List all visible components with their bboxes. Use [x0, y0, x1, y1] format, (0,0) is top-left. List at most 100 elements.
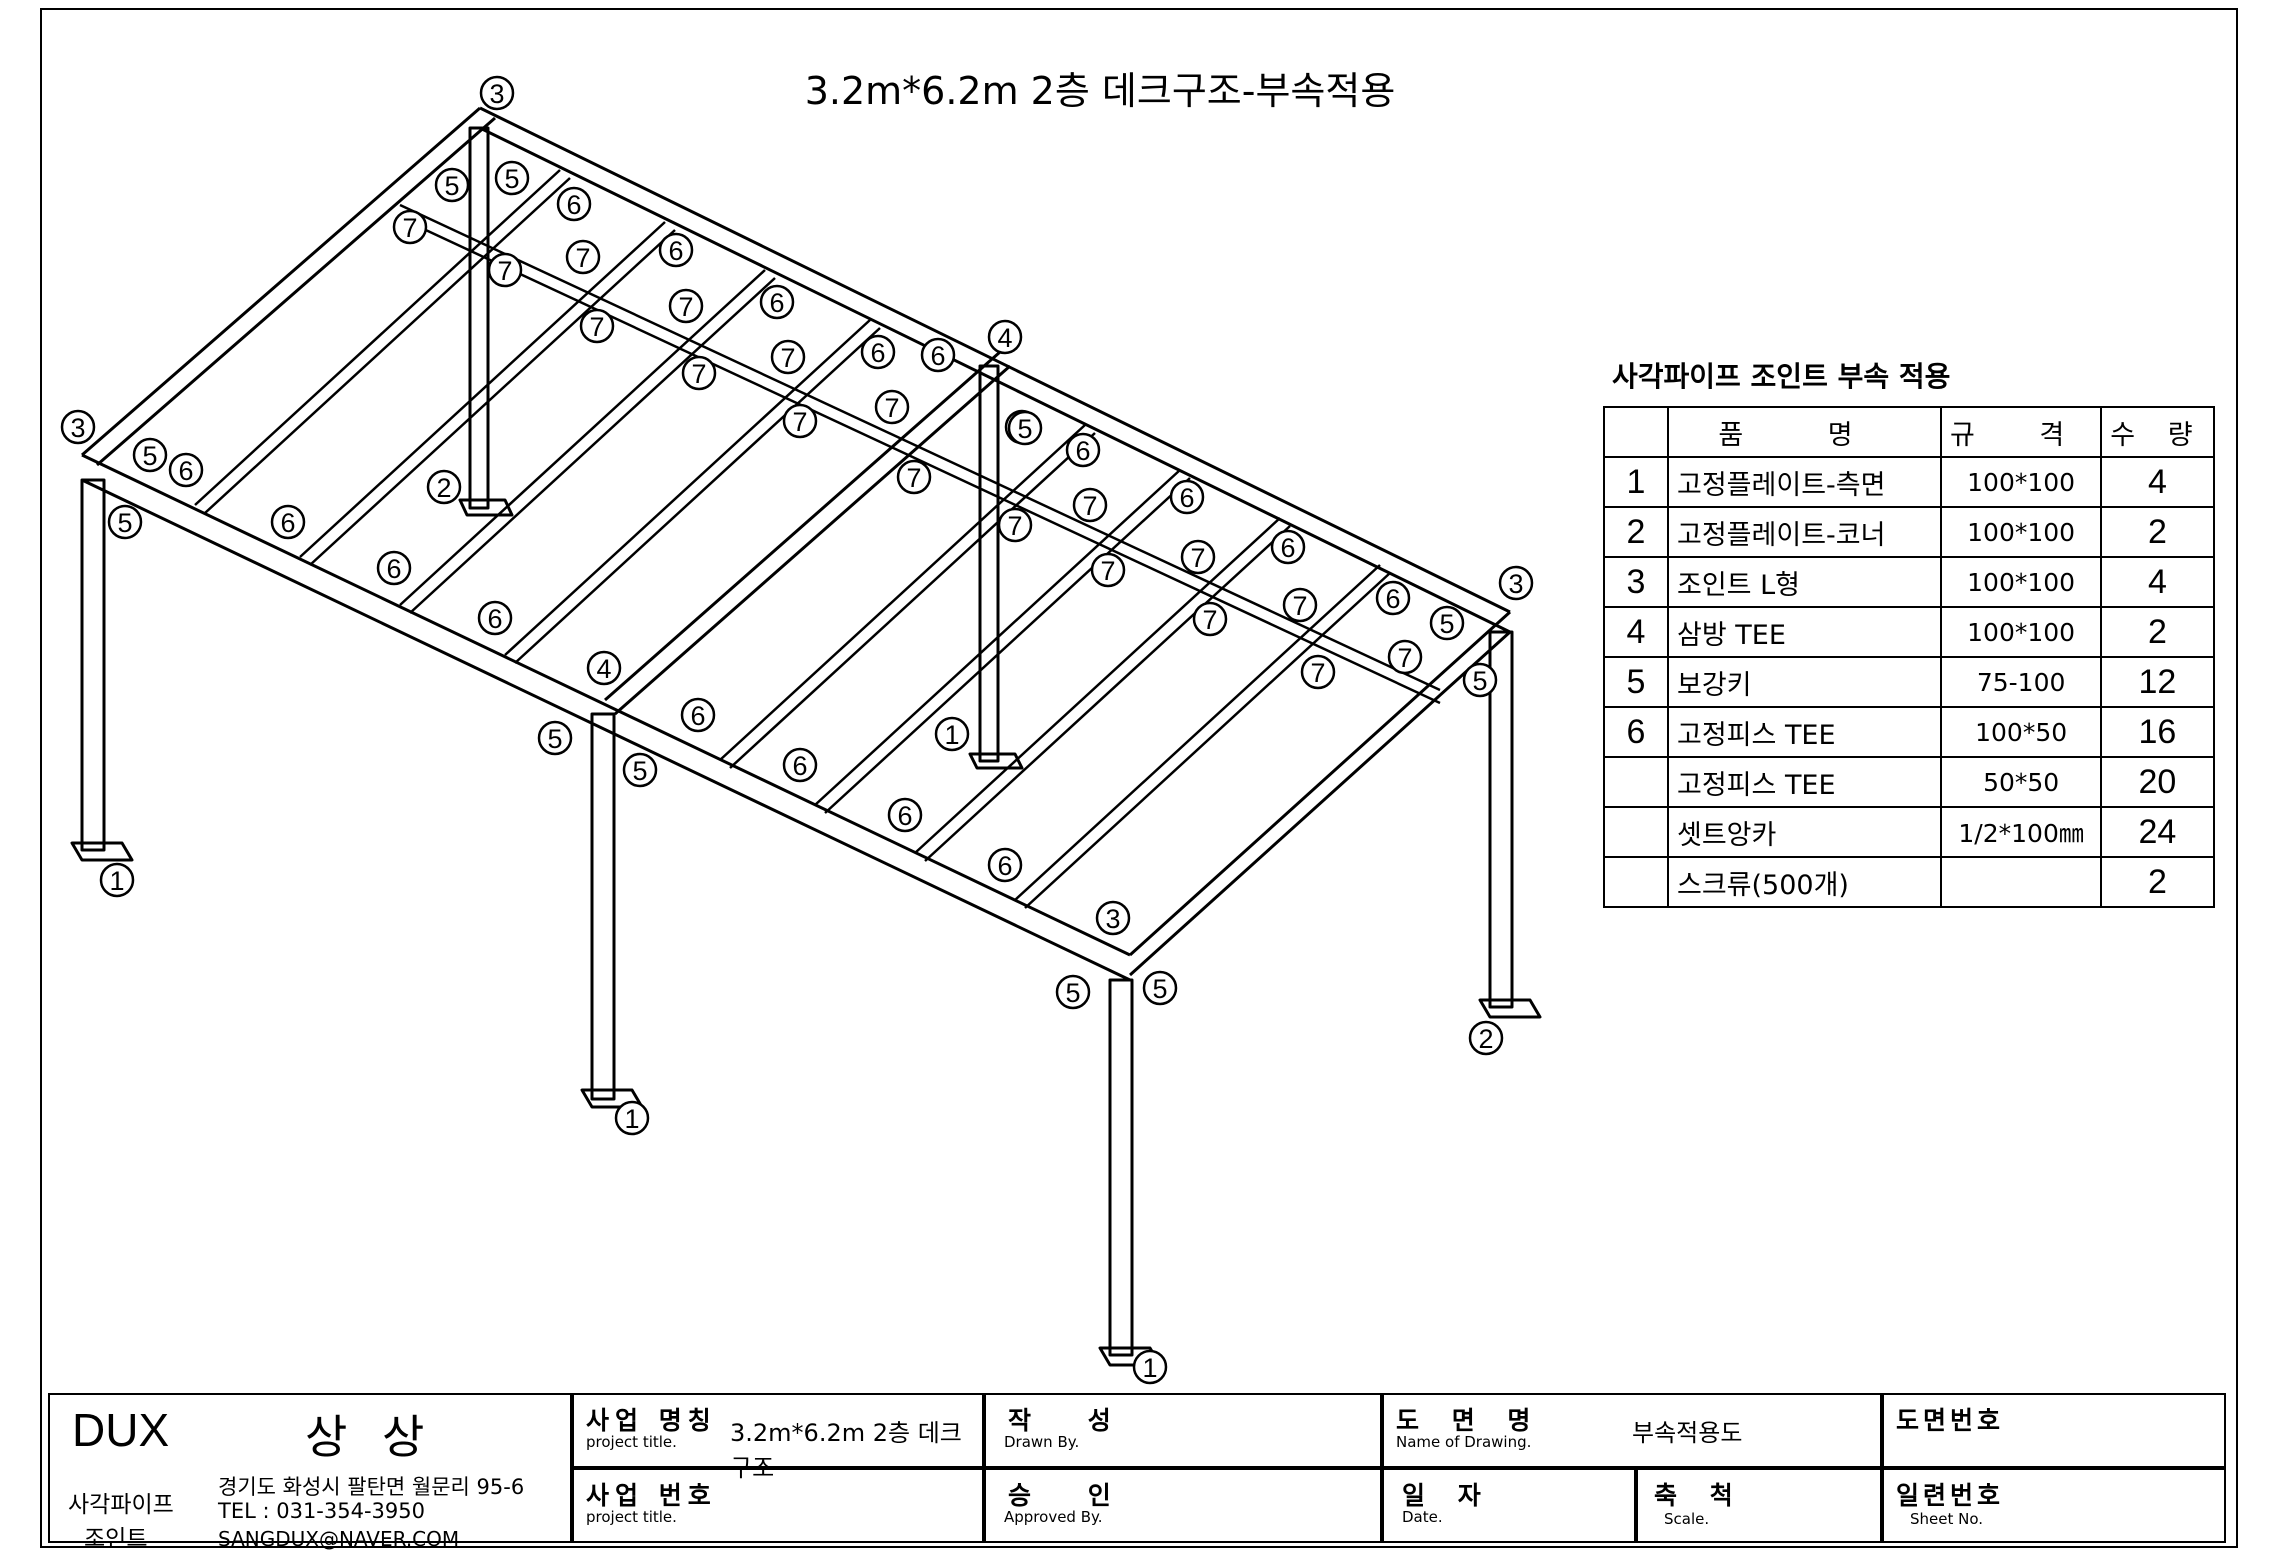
row-no: 5 — [1603, 656, 1669, 708]
callout-7-h: 7 — [782, 403, 818, 439]
drawing-no-label: 도면번호 — [1896, 1406, 2005, 1435]
callout-2-right: 2 — [1468, 1020, 1504, 1056]
callout-5-f: 5 — [537, 720, 573, 756]
row-spec: 100*100 — [1939, 606, 2103, 658]
svg-text:7: 7 — [906, 463, 921, 493]
callout-5-b: 5 — [494, 160, 530, 196]
callout-7-d: 7 — [579, 308, 615, 344]
svg-text:7: 7 — [1007, 511, 1022, 541]
callout-3-left: 3 — [60, 409, 96, 445]
callout-6-q: 6 — [987, 847, 1023, 883]
row-name: 보강키 — [1667, 656, 1942, 708]
drawing-name-label: 도 면 명 — [1396, 1406, 1543, 1435]
callout-6-k: 6 — [270, 504, 306, 540]
approved-by-cell: 승 인 Approved By. — [984, 1468, 1382, 1543]
row-spec — [1939, 856, 2103, 908]
callout-6-g: 6 — [1169, 479, 1205, 515]
product-line-1: 사각파이프 — [68, 1492, 174, 1518]
row-qty: 20 — [2100, 756, 2215, 808]
callout-7-l: 7 — [1072, 487, 1108, 523]
drawn-by-cell: 작 성 Drawn By. — [984, 1393, 1382, 1468]
isometric-deck-drawing: 3 3 3 3 4 4 1 1 1 1 2 2 5 5 5 5 5 5 5 5 … — [60, 75, 1542, 1385]
date-cell: 일 자 Date. — [1382, 1468, 1636, 1543]
callout-6-n: 6 — [680, 697, 716, 733]
joists — [194, 169, 1391, 909]
project-no-cell: 사업 번호 project title. — [572, 1468, 984, 1543]
callout-6-f: 6 — [1065, 432, 1101, 468]
callout-1-front: 1 — [1132, 1349, 1168, 1385]
row-name: 고정플레이트-코너 — [1667, 506, 1942, 558]
callout-7-m: 7 — [1090, 552, 1126, 588]
company-address: 경기도 화성시 팔탄면 월문리 95-6 — [218, 1475, 525, 1499]
middle-cross-beam — [604, 350, 1011, 716]
row-spec: 1/2*100㎜ — [1939, 806, 2103, 858]
callout-7-b: 7 — [487, 252, 523, 288]
date-label: 일 자 — [1402, 1481, 1493, 1510]
row-name: 삼방 TEE — [1667, 606, 1942, 658]
row-qty: 2 — [2100, 506, 2215, 558]
callout-5-g: 5 — [622, 752, 658, 788]
callout-7-f: 7 — [681, 355, 717, 391]
callout-6-a: 6 — [556, 186, 592, 222]
callout-3-top: 3 — [479, 75, 515, 111]
callout-6-b: 6 — [658, 232, 694, 268]
svg-text:1: 1 — [944, 720, 959, 750]
row-spec: 100*100 — [1939, 556, 2103, 608]
product-line-2: 조인트 — [84, 1526, 148, 1552]
callout-7-e: 7 — [668, 288, 704, 324]
date-label-en: Date. — [1402, 1508, 1443, 1526]
svg-text:7: 7 — [1190, 543, 1205, 573]
svg-text:6: 6 — [897, 801, 912, 831]
callout-6-e: 6 — [920, 337, 956, 373]
svg-text:1: 1 — [109, 866, 124, 896]
svg-text:5: 5 — [444, 171, 459, 201]
title-block: DUX 상 상 사각파이프 조인트 경기도 화성시 팔탄면 월문리 95-6 T… — [40, 1387, 2238, 1552]
callout-6-c: 6 — [759, 284, 795, 320]
project-title-label: 사업 명칭 — [586, 1406, 717, 1435]
callout-3-front: 3 — [1095, 900, 1131, 936]
row-name: 스크류(500개) — [1667, 856, 1942, 908]
drawing-name-value: 부속적용도 — [1632, 1419, 1743, 1447]
callout-6-o: 6 — [782, 747, 818, 783]
svg-text:6: 6 — [930, 341, 945, 371]
callout-7-r: 7 — [1387, 639, 1423, 675]
callout-4-front: 4 — [586, 650, 622, 686]
svg-text:6: 6 — [1280, 533, 1295, 563]
callout-7-c: 7 — [565, 239, 601, 275]
drawing-title: 3.2m*6.2m 2층 데크구조-부속적용 — [804, 69, 1396, 113]
row-qty: 16 — [2100, 706, 2215, 758]
row-qty: 24 — [2100, 806, 2215, 858]
callout-1-mid: 1 — [614, 1100, 650, 1136]
sheet-no-label-en: Sheet No. — [1910, 1510, 1984, 1528]
svg-text:5: 5 — [117, 508, 132, 538]
svg-text:7: 7 — [1292, 591, 1307, 621]
svg-text:7: 7 — [1202, 605, 1217, 635]
svg-text:6: 6 — [997, 851, 1012, 881]
project-title-label-en: project title. — [586, 1433, 677, 1451]
row-no: 2 — [1603, 506, 1669, 558]
callout-7-i: 7 — [874, 389, 910, 425]
svg-text:6: 6 — [280, 508, 295, 538]
drawing-sheet — [40, 8, 2238, 1548]
callout-5-i: 5 — [1142, 970, 1178, 1006]
svg-text:3: 3 — [1508, 569, 1523, 599]
callout-5-c: 5 — [132, 437, 168, 473]
row-name: 고정피스 TEE — [1667, 756, 1942, 808]
base-plates — [70, 498, 1542, 1367]
row-qty: 4 — [2100, 456, 2215, 508]
header-name: 품 명 — [1667, 406, 1942, 458]
svg-text:7: 7 — [691, 359, 706, 389]
drawing-name-label-en: Name of Drawing. — [1396, 1433, 1532, 1451]
svg-text:1: 1 — [1142, 1353, 1157, 1383]
callout-7-j: 7 — [896, 459, 932, 495]
row-no: 1 — [1603, 456, 1669, 508]
svg-text:1: 1 — [624, 1104, 639, 1134]
left-end-beam — [81, 106, 496, 467]
svg-text:7: 7 — [1397, 643, 1412, 673]
callout-5-a: 5 — [434, 167, 470, 203]
callout-7-k: 7 — [997, 507, 1033, 543]
svg-text:3: 3 — [489, 79, 504, 109]
